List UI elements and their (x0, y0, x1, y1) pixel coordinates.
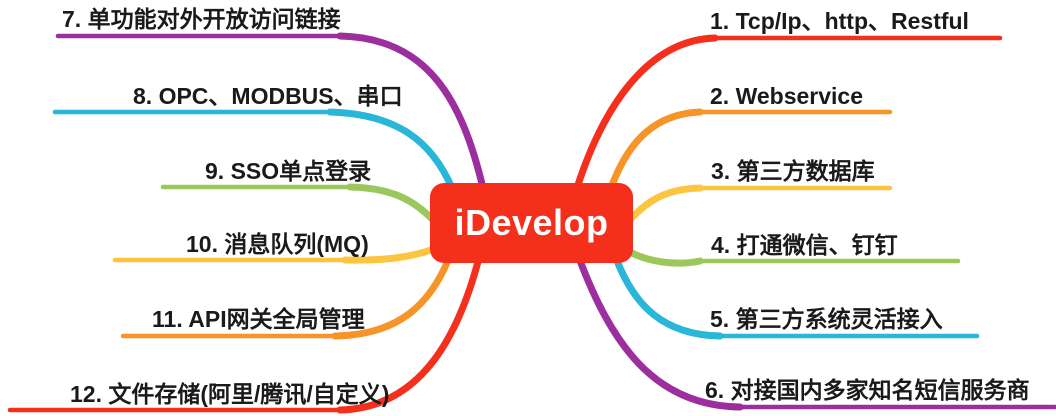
center-node-idevelop[interactable]: iDevelop (430, 183, 633, 263)
branch-node-1[interactable]: 1. Tcp/Ip、http、Restful (710, 8, 969, 34)
branch-9-curve (346, 183, 438, 225)
branch-5-curve (612, 254, 724, 340)
branch-node-10[interactable]: 10. 消息队列(MQ) (186, 231, 369, 257)
branch-node-7[interactable]: 7. 单功能对外开放访问链接 (62, 6, 341, 32)
branch-1-curve (573, 34, 719, 192)
branch-node-6[interactable]: 6. 对接国内多家知名短信服务商 (705, 377, 1030, 403)
branch-4-curve (624, 247, 704, 267)
branch-node-9[interactable]: 9. SSO单点登录 (205, 158, 372, 184)
branch-7-curve (336, 32, 487, 192)
branch-node-11[interactable]: 11. API网关全局管理 (152, 306, 365, 332)
center-node-label: iDevelop (454, 202, 609, 243)
branch-node-12[interactable]: 12. 文件存储(阿里/腾讯/自定义) (70, 381, 390, 407)
branch-6-curve (575, 254, 744, 411)
branch-node-4[interactable]: 4. 打通微信、钉钉 (711, 232, 898, 258)
branch-node-8[interactable]: 8. OPC、MODBUS、串口 (133, 83, 403, 109)
branch-3-curve (624, 184, 704, 226)
branch-node-3[interactable]: 3. 第三方数据库 (711, 158, 875, 184)
branch-11-curve (331, 254, 453, 340)
branch-12-curve (336, 254, 483, 414)
branch-10-curve (341, 245, 438, 264)
branch-node-5[interactable]: 5. 第三方系统灵活接入 (710, 306, 943, 332)
branch-8-curve (326, 108, 456, 192)
branch-2-curve (607, 108, 704, 192)
branch-node-2[interactable]: 2. Webservice (710, 83, 864, 109)
